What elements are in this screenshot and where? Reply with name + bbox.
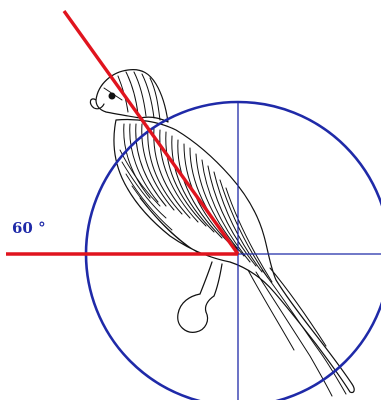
- bird-leg-back: [214, 264, 222, 296]
- bird-head: [96, 70, 168, 122]
- bird-claw: [205, 296, 214, 312]
- bird-foot: [178, 294, 208, 332]
- chest-hatching: [120, 150, 200, 254]
- angle-label: 60 °: [12, 219, 46, 237]
- bird-body: [114, 119, 354, 392]
- reference-circle: [86, 102, 381, 400]
- bird-leg: [200, 262, 212, 294]
- tail-feathers: [248, 268, 346, 396]
